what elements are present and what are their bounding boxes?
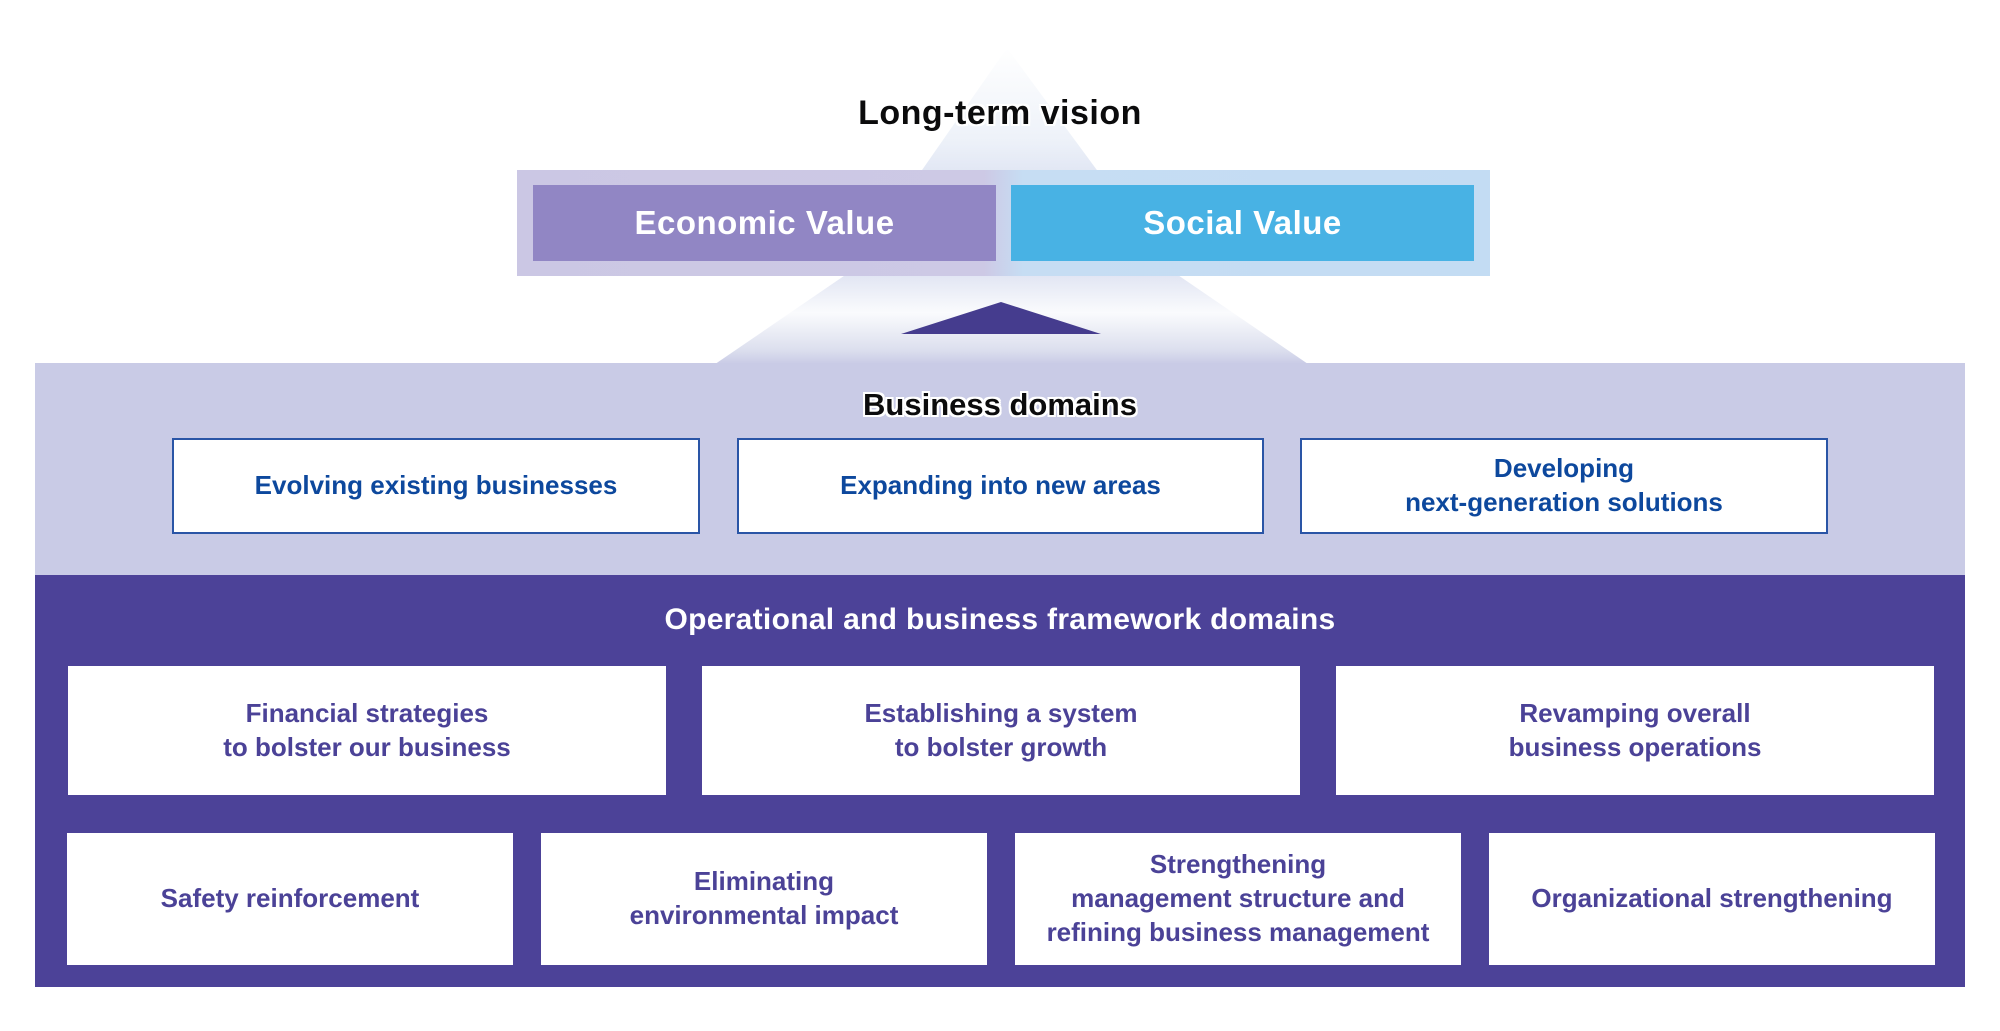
- op-box-establishing-system: Establishing a system to bolster growth: [702, 666, 1300, 795]
- business-domains-band: Business domains Evolving existing busin…: [35, 363, 1965, 575]
- op-box-financial-strategies: Financial strategies to bolster our busi…: [68, 666, 666, 795]
- operational-domains-section: Operational and business framework domai…: [35, 575, 1965, 987]
- value-frame: Economic Value Social Value: [517, 170, 1490, 276]
- page-title: Long-term vision: [858, 94, 1142, 132]
- economic-value-label: Economic Value: [634, 204, 895, 241]
- business-domain-box-developing: Developing next-generation solutions: [1300, 438, 1828, 534]
- economic-value-box: Economic Value: [533, 185, 996, 261]
- business-domain-box-evolving: Evolving existing businesses: [172, 438, 700, 534]
- op-box-management-structure: Strengthening management structure and r…: [1015, 833, 1461, 965]
- social-value-box: Social Value: [1011, 185, 1474, 261]
- business-domain-box-expanding: Expanding into new areas: [737, 438, 1264, 534]
- business-domains-heading: Business domains: [863, 387, 1137, 422]
- op-box-environmental-impact: Eliminating environmental impact: [541, 833, 987, 965]
- operational-domains-heading: Operational and business framework domai…: [664, 603, 1336, 636]
- op-box-safety-reinforcement: Safety reinforcement: [67, 833, 513, 965]
- op-box-revamping-operations: Revamping overall business operations: [1336, 666, 1934, 795]
- social-value-label: Social Value: [1143, 204, 1342, 241]
- op-box-organizational-strengthening: Organizational strengthening: [1489, 833, 1935, 965]
